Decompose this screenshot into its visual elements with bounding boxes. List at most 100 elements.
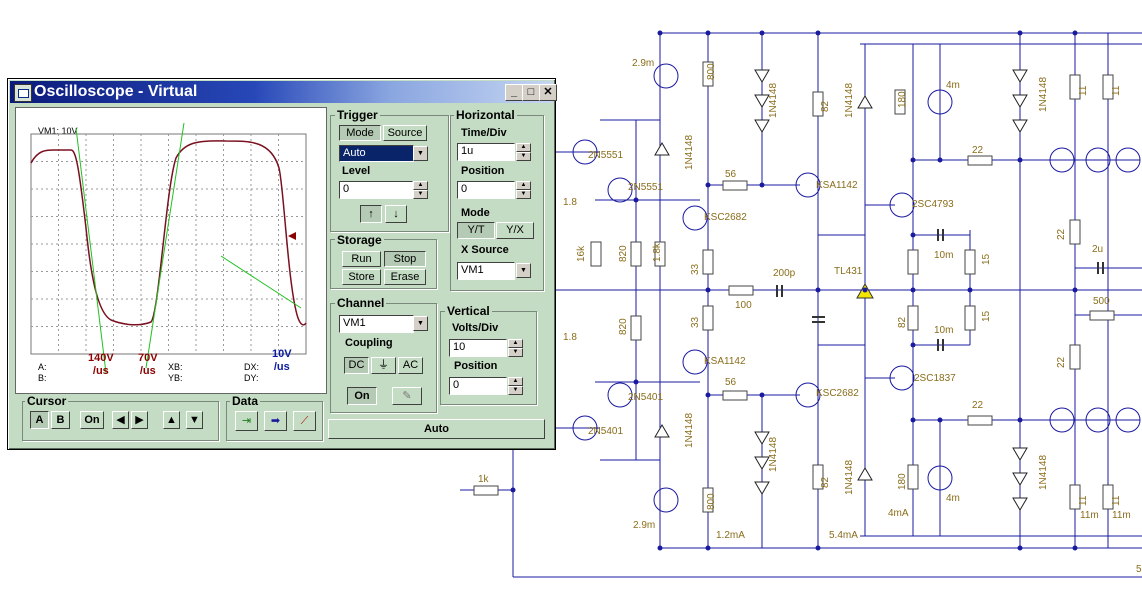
yx-mode-button[interactable]: Y/X bbox=[496, 222, 534, 239]
schematic-label: 100 bbox=[735, 300, 752, 311]
v-position-spinner[interactable]: ▲▼ bbox=[508, 377, 523, 395]
cursor-a-button[interactable]: A bbox=[30, 411, 49, 429]
oscilloscope-window: Oscilloscope - Virtual _ □ ✕ VM1: 10V bbox=[7, 78, 557, 450]
close-button[interactable]: ✕ bbox=[539, 84, 557, 101]
schematic-label: 15 bbox=[981, 310, 992, 322]
data-export-icon[interactable]: ➡ bbox=[264, 411, 287, 431]
oscilloscope-app-icon[interactable] bbox=[14, 84, 32, 102]
horizontal-title: Horizontal bbox=[454, 108, 517, 122]
slope-tangents bbox=[75, 122, 302, 374]
slope-readout-2: 70V/us bbox=[138, 352, 158, 378]
schematic-label: KSA1142 bbox=[704, 356, 746, 367]
schematic-label: 1.8k bbox=[652, 242, 663, 262]
channel-select[interactable]: VM1 bbox=[339, 315, 414, 333]
voltsdiv-input[interactable]: 10 bbox=[449, 339, 507, 357]
schematic-label: 82 bbox=[820, 476, 831, 488]
timediv-spinner[interactable]: ▲▼ bbox=[516, 143, 531, 161]
slope-3-unit: /us bbox=[273, 361, 290, 373]
trigger-source-button[interactable]: Source bbox=[383, 125, 427, 141]
auto-button[interactable]: Auto bbox=[328, 419, 545, 439]
schematic-label: 22 bbox=[972, 145, 984, 156]
channel-on-button[interactable]: On bbox=[347, 387, 377, 405]
data-title: Data bbox=[230, 394, 261, 408]
scope-display[interactable]: VM1: 10V 140V/us 70V/us bbox=[15, 107, 327, 394]
schematic-label: KSC2682 bbox=[816, 388, 859, 399]
slope-2-unit: /us bbox=[139, 365, 156, 377]
trigger-level-marker bbox=[288, 232, 296, 240]
coupling-dc-button[interactable]: DC bbox=[344, 357, 369, 374]
schematic-label: 11 bbox=[1078, 85, 1089, 96]
h-position-input[interactable]: 0 bbox=[457, 181, 515, 199]
maximize-button[interactable]: □ bbox=[522, 84, 540, 101]
schematic-label: 16k bbox=[576, 245, 587, 262]
probe-icon[interactable]: ✎ bbox=[392, 387, 422, 405]
storage-run-button[interactable]: Run bbox=[342, 251, 381, 267]
schematic-label: 10m bbox=[934, 325, 953, 336]
schematic-label: 180 bbox=[897, 91, 908, 108]
schematic-label: 1.2mA bbox=[716, 530, 745, 541]
trigger-mode-select[interactable]: Auto bbox=[339, 145, 414, 162]
falling-edge-button[interactable]: ↓ bbox=[385, 205, 407, 223]
data-import-icon[interactable]: ⇥ bbox=[235, 411, 258, 431]
slope-readout-3: 10V/us bbox=[272, 348, 292, 374]
schematic-label: 180 bbox=[897, 473, 908, 490]
slope-2-value: 70V bbox=[138, 352, 158, 364]
slope-1-unit: /us bbox=[92, 365, 109, 377]
timediv-label: Time/Div bbox=[461, 127, 507, 139]
schematic-label: 15 bbox=[981, 253, 992, 265]
storage-store-button[interactable]: Store bbox=[342, 269, 381, 285]
slope-readout-1: 140V/us bbox=[88, 352, 114, 378]
coupling-ac-button[interactable]: AC bbox=[398, 357, 423, 374]
schematic-label: 2SC4793 bbox=[912, 199, 954, 210]
channel-dropdown-arrow[interactable]: ▼ bbox=[413, 316, 428, 331]
xsource-select[interactable]: VM1 bbox=[457, 262, 515, 280]
schematic-label: 2N5551 bbox=[628, 182, 663, 193]
schematic-label: 56 bbox=[725, 169, 737, 180]
trigger-level-input[interactable]: 0 bbox=[339, 181, 413, 199]
cursor-on-button[interactable]: On bbox=[80, 411, 104, 429]
storage-stop-button[interactable]: Stop bbox=[384, 251, 426, 267]
data-chart-icon[interactable]: ⟋ bbox=[293, 411, 316, 431]
cursor-left-icon[interactable]: ◀ bbox=[112, 411, 129, 429]
slope-3-value: 10V bbox=[272, 348, 292, 360]
cursor-a-readout: A: bbox=[38, 362, 47, 372]
yt-mode-button[interactable]: Y/T bbox=[457, 222, 495, 239]
window-title: Oscilloscope - Virtual bbox=[34, 83, 198, 100]
cursor-group bbox=[22, 401, 219, 441]
schematic-label: 33 bbox=[690, 263, 701, 275]
schematic-label: 2.9m bbox=[632, 58, 654, 69]
cursor-up-icon[interactable]: ▲ bbox=[163, 411, 180, 429]
xsource-dropdown-arrow[interactable]: ▼ bbox=[516, 263, 531, 278]
voltsdiv-spinner[interactable]: ▲▼ bbox=[508, 339, 523, 357]
cursor-right-icon[interactable]: ▶ bbox=[131, 411, 148, 429]
h-position-spinner[interactable]: ▲▼ bbox=[516, 181, 531, 199]
schematic-label: 500 bbox=[1093, 296, 1110, 307]
title-bar[interactable]: Oscilloscope - Virtual _ □ ✕ bbox=[10, 81, 557, 103]
trigger-level-spinner[interactable]: ▲▼ bbox=[413, 181, 428, 199]
schematic-label: KSA1142 bbox=[816, 180, 858, 191]
storage-erase-button[interactable]: Erase bbox=[384, 269, 426, 285]
schematic-label: 820 bbox=[618, 245, 629, 262]
cursor-down-icon[interactable]: ▼ bbox=[186, 411, 203, 429]
trigger-mode-button[interactable]: Mode bbox=[339, 125, 381, 141]
cursor-b-button[interactable]: B bbox=[51, 411, 70, 429]
schematic-label: 4m bbox=[946, 80, 960, 91]
schematic-label: KSC2682 bbox=[704, 212, 747, 223]
coupling-label: Coupling bbox=[345, 337, 393, 349]
slope-1-value: 140V bbox=[88, 352, 114, 364]
v-position-input[interactable]: 0 bbox=[449, 377, 507, 395]
timediv-input[interactable]: 1u bbox=[457, 143, 515, 161]
cursor-title: Cursor bbox=[25, 394, 69, 408]
trigger-mode-dropdown-arrow[interactable]: ▼ bbox=[413, 146, 428, 161]
schematic-label: 200p bbox=[773, 268, 796, 279]
schematic-label: 5.4mA bbox=[829, 530, 858, 541]
minimize-button[interactable]: _ bbox=[505, 84, 523, 101]
coupling-ground-button[interactable]: ⏚ bbox=[371, 357, 396, 374]
v-position-label: Position bbox=[454, 360, 498, 372]
rising-edge-button[interactable]: ↑ bbox=[360, 205, 382, 223]
dy-readout: DY: bbox=[244, 373, 259, 383]
schematic-label: 22 bbox=[1056, 228, 1067, 240]
schematic-label: 82 bbox=[897, 316, 908, 328]
